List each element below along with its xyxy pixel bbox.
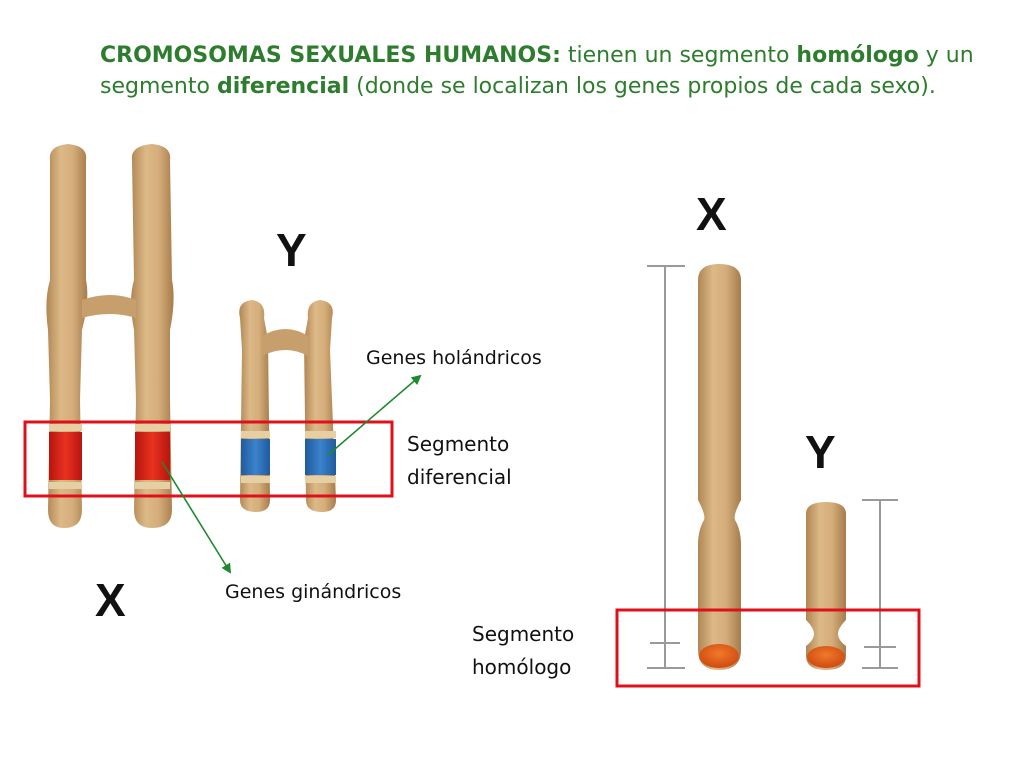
x-homologous-tip xyxy=(699,644,739,668)
y-label-left: Y xyxy=(276,224,307,276)
x-chromosome-left xyxy=(46,144,174,528)
differential-label-line1: Segmento xyxy=(407,432,509,456)
y-label-right: Y xyxy=(805,426,836,478)
holandric-genes-label: Genes holándricos xyxy=(366,347,542,369)
x-scale-bar xyxy=(647,265,685,669)
y-scale-bar xyxy=(862,499,898,669)
x-label-right: X xyxy=(696,188,727,240)
homologous-segment-box xyxy=(615,608,921,688)
heading-text-1: tienen un segmento xyxy=(560,43,797,68)
homologous-label-line2: homólogo xyxy=(472,655,571,679)
heading-title: CROMOSOMAS SEXUALES HUMANOS: xyxy=(100,43,561,68)
differential-segment-box xyxy=(23,420,394,498)
y-homologous-tip xyxy=(807,646,845,668)
holandric-band-left xyxy=(241,439,270,475)
gynandric-band-right xyxy=(135,432,170,480)
differential-label-line2: diferencial xyxy=(407,465,512,489)
heading-differential-term: diferencial xyxy=(216,74,350,99)
y-chromosome-right xyxy=(806,502,846,670)
gynandric-genes-label: Genes ginándricos xyxy=(225,581,401,603)
heading-homologous-term: homólogo xyxy=(796,43,919,68)
gynandric-arrow xyxy=(161,461,232,574)
x-label-left: X xyxy=(95,574,126,626)
holandric-arrow xyxy=(327,374,422,456)
heading-text-2: y un segmento xyxy=(100,43,974,99)
y-chromosome-left xyxy=(239,300,336,512)
gynandric-band-left xyxy=(49,432,82,480)
heading-text: CROMOSOMAS SEXUALES HUMANOS: tienen un s… xyxy=(100,40,980,102)
heading-text-3: (donde se localizan los genes propios de… xyxy=(349,74,936,99)
homologous-label-line1: Segmento xyxy=(472,622,574,646)
holandric-band-right xyxy=(305,439,336,475)
x-chromosome-right xyxy=(698,264,741,670)
